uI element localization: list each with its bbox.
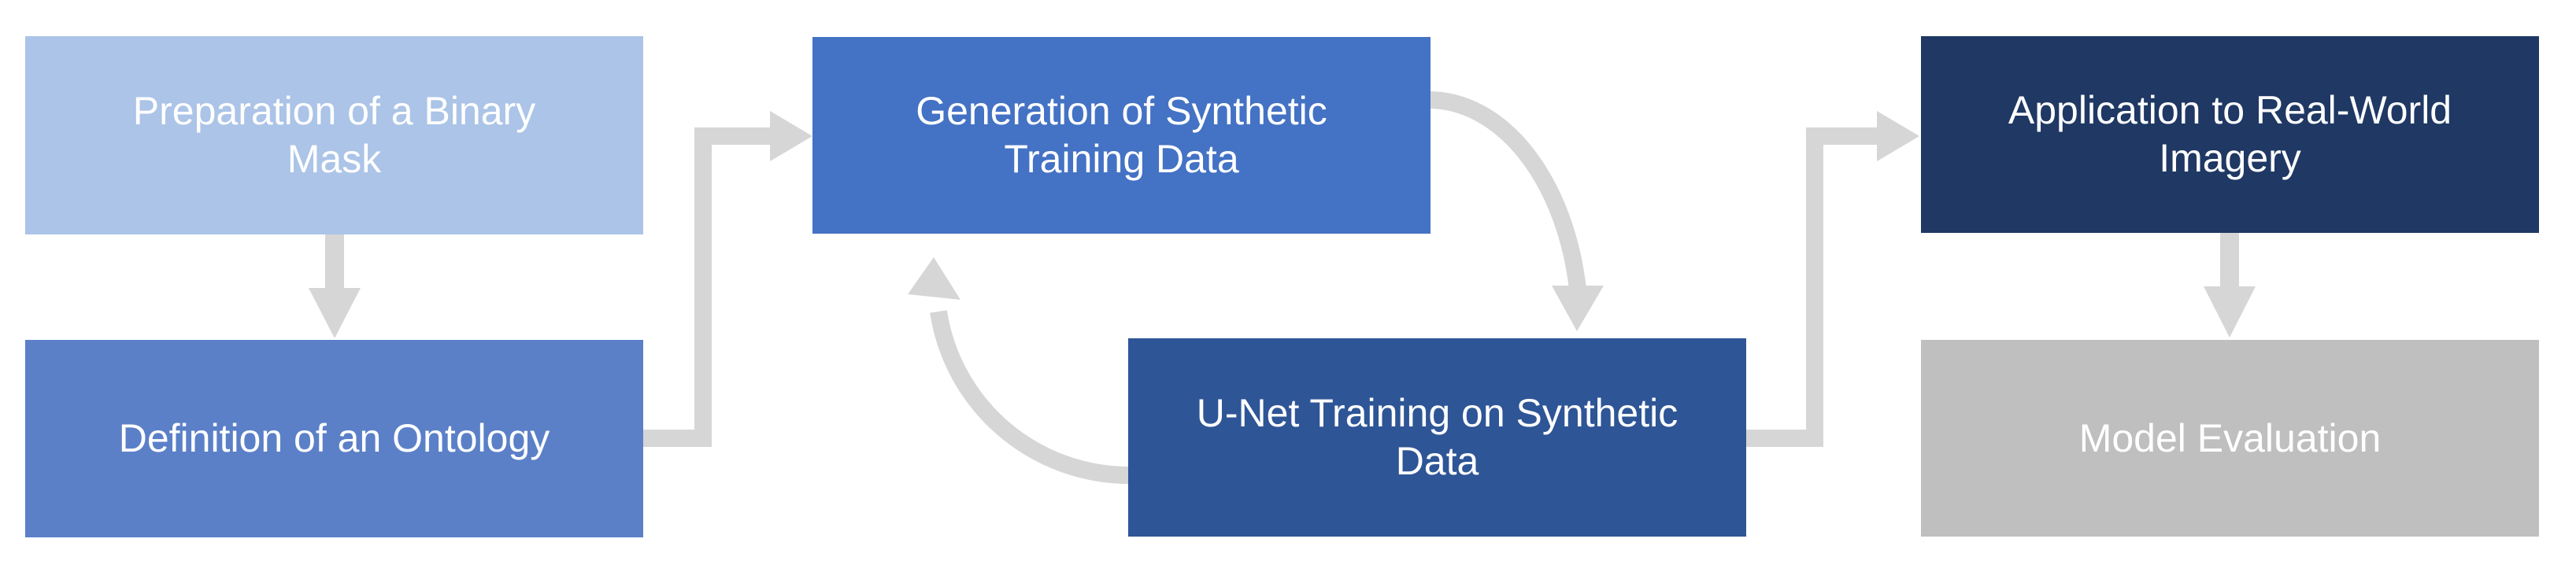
step-label-application-real-world: Application to Real-World Imagery bbox=[2008, 88, 2452, 180]
step-preparation-binary-mask: Preparation of a Binary Mask bbox=[25, 36, 643, 234]
step-generation-synthetic-data: Generation of Synthetic Training Data bbox=[812, 37, 1430, 234]
curved-arrow-generation-to-unet-icon bbox=[1428, 91, 1604, 331]
step-label-preparation-binary-mask: Preparation of a Binary Mask bbox=[132, 89, 536, 181]
step-label-unet-training: U-Net Training on Synthetic Data bbox=[1196, 391, 1678, 483]
step-label-definition-ontology: Definition of an Ontology bbox=[118, 416, 550, 460]
step-label-generation-synthetic-data: Generation of Synthetic Training Data bbox=[916, 89, 1327, 181]
step-application-real-world: Application to Real-World Imagery bbox=[1921, 36, 2539, 233]
curved-arrow-unet-to-generation-icon bbox=[908, 257, 1129, 484]
step-label-model-evaluation: Model Evaluation bbox=[2078, 415, 2382, 460]
step-definition-ontology: Definition of an Ontology bbox=[25, 340, 643, 537]
elbow-arrow-unet-to-application-icon bbox=[1746, 111, 1919, 447]
elbow-arrow-ontology-to-generation-icon bbox=[643, 111, 812, 447]
down-arrow-application-to-evaluation-icon bbox=[2204, 233, 2256, 338]
down-arrow-prep-to-ontology-icon bbox=[309, 234, 361, 338]
step-model-evaluation: Model Evaluation bbox=[1921, 340, 2539, 537]
step-unet-training: U-Net Training on Synthetic Data bbox=[1128, 338, 1746, 537]
